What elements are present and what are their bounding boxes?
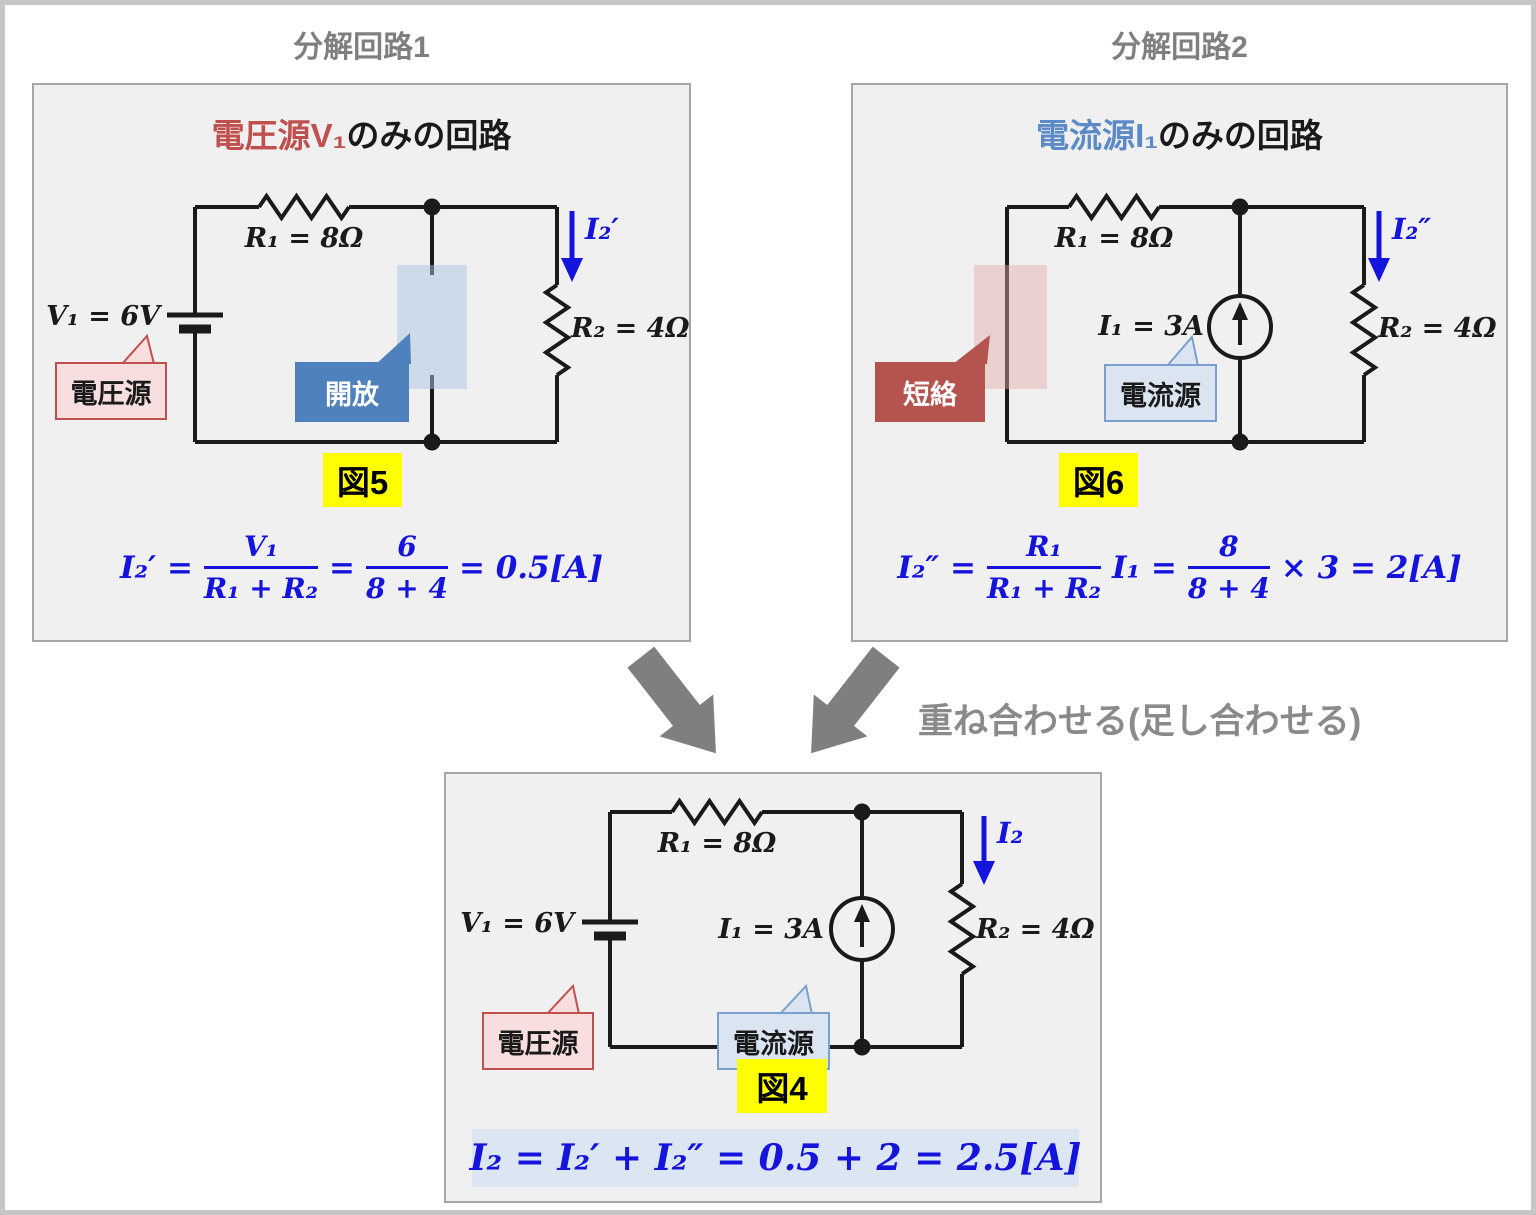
node-dot-bottom xyxy=(1231,433,1249,451)
node-dot-top xyxy=(853,803,871,821)
current-arrow-i2pp xyxy=(1368,211,1390,282)
short-circuit-highlight xyxy=(974,265,1047,389)
heading-decomposed-circuit-2: 分解回路2 xyxy=(1111,31,1248,64)
circuit-svg-figure4 xyxy=(544,797,995,1056)
label-v1: V₁ = 6V xyxy=(460,908,574,939)
panel-current-source-circuit: 電流源I₁のみの回路 xyxy=(851,83,1508,642)
label-current-i2: I₂ xyxy=(997,816,1024,850)
current-arrow-i2 xyxy=(973,816,995,885)
callout-open: 開放 xyxy=(295,362,409,422)
resistor-r2-symbol xyxy=(947,882,977,976)
node-dot-top xyxy=(1231,198,1249,216)
label-r2: R₂ = 4Ω xyxy=(571,313,690,344)
node-dot-top xyxy=(423,198,441,216)
fraction: 8 8 + 4 xyxy=(1187,530,1270,605)
resistor-r2-symbol xyxy=(542,283,572,377)
current-source-symbol xyxy=(1207,294,1273,360)
fraction: R₁ R₁ + R₂ xyxy=(987,530,1102,605)
callout-tail-open xyxy=(376,333,411,364)
panel1-title-rest: のみの回路 xyxy=(346,117,512,154)
resistor-r1-symbol xyxy=(1067,192,1161,222)
label-r2: R₂ = 4Ω xyxy=(976,914,1095,945)
panel2-title-current-source: 電流源I₁ xyxy=(1036,117,1158,154)
resistor-r1-symbol xyxy=(257,192,351,222)
formula-lhs: I₂″ = xyxy=(897,549,977,586)
circuit-wires xyxy=(193,192,572,444)
node-dot-bottom xyxy=(423,433,441,451)
big-arrow-left xyxy=(627,646,716,754)
battery-symbol xyxy=(582,919,638,941)
formula-i2pp: I₂″ = R₁ R₁ + R₂ I₁ = 8 8 + 4 × 3 = 2[A] xyxy=(897,530,1462,605)
label-i1: I₁ = 3A xyxy=(1098,311,1204,342)
label-v1: V₁ = 6V xyxy=(46,301,160,332)
battery-symbol xyxy=(167,312,223,334)
figure6-label: 図6 xyxy=(1059,453,1138,507)
label-r1: R₁ = 8Ω xyxy=(244,223,364,254)
node-dot-bottom xyxy=(853,1038,871,1056)
current-source-symbol xyxy=(829,896,895,962)
label-r1: R₁ = 8Ω xyxy=(1054,223,1174,254)
figure5-label: 図5 xyxy=(323,453,402,507)
label-current-i2p: I₂′ xyxy=(585,212,619,246)
label-r2: R₂ = 4Ω xyxy=(1378,313,1497,344)
formula-lhs: I₂′ = xyxy=(119,549,193,586)
formula-result: × 3 = 2[A] xyxy=(1280,549,1462,586)
merge-note: 重ね合わせる(足し合わせる) xyxy=(918,702,1362,741)
current-arrow-i2p xyxy=(561,211,583,282)
callout-tail-short xyxy=(953,335,990,364)
resistor-r1-symbol xyxy=(670,797,764,827)
label-r1: R₁ = 8Ω xyxy=(657,828,777,859)
resistor-r2-symbol xyxy=(1349,283,1379,377)
big-arrow-right xyxy=(811,646,900,754)
label-i1: I₁ = 3A xyxy=(718,914,824,945)
label-current-i2pp: I₂″ xyxy=(1392,212,1432,246)
callout-short: 短絡 xyxy=(875,362,985,422)
formula-result: = 0.5[A] xyxy=(458,549,604,586)
formula-i2-total: I₂ = I₂′ + I₂″ = 0.5 + 2 = 2.5[A] xyxy=(470,1129,1081,1187)
figure4-label: 図4 xyxy=(737,1059,827,1113)
callout-tail-voltage-source xyxy=(119,333,156,365)
circuit-svg-figure6 xyxy=(953,192,1390,451)
merge-arrows xyxy=(627,646,900,754)
panel-voltage-source-circuit: 電圧源V₁のみの回路 xyxy=(32,83,691,642)
panel1-title: 電圧源V₁のみの回路 xyxy=(34,109,689,157)
callout-current-source: 電流源 xyxy=(1104,364,1217,422)
callout-tail-current-source xyxy=(777,983,814,1015)
fraction: 6 8 + 4 xyxy=(366,530,448,605)
formula-i2p: I₂′ = V₁ R₁ + R₂ = 6 8 + 4 = 0.5[A] xyxy=(119,530,604,605)
heading-decomposed-circuit-1: 分解回路1 xyxy=(293,31,430,64)
circuit-wires xyxy=(1005,192,1379,444)
callout-voltage-source: 電圧源 xyxy=(482,1012,594,1070)
callout-tail-voltage-source xyxy=(544,983,581,1015)
callout-voltage-source: 電圧源 xyxy=(55,362,167,420)
panel-combined-circuit: R₁ = 8Ω V₁ = 6V I₁ = 3A I₂ R₂ = 4Ω 電圧源 電… xyxy=(444,772,1102,1203)
fraction: V₁ R₁ + R₂ xyxy=(204,530,319,605)
circuit-wires xyxy=(608,797,977,1049)
panel1-title-voltage-source: 電圧源V₁ xyxy=(211,117,347,154)
panel2-title-rest: のみの回路 xyxy=(1157,117,1323,154)
panel2-title: 電流源I₁のみの回路 xyxy=(853,109,1506,157)
